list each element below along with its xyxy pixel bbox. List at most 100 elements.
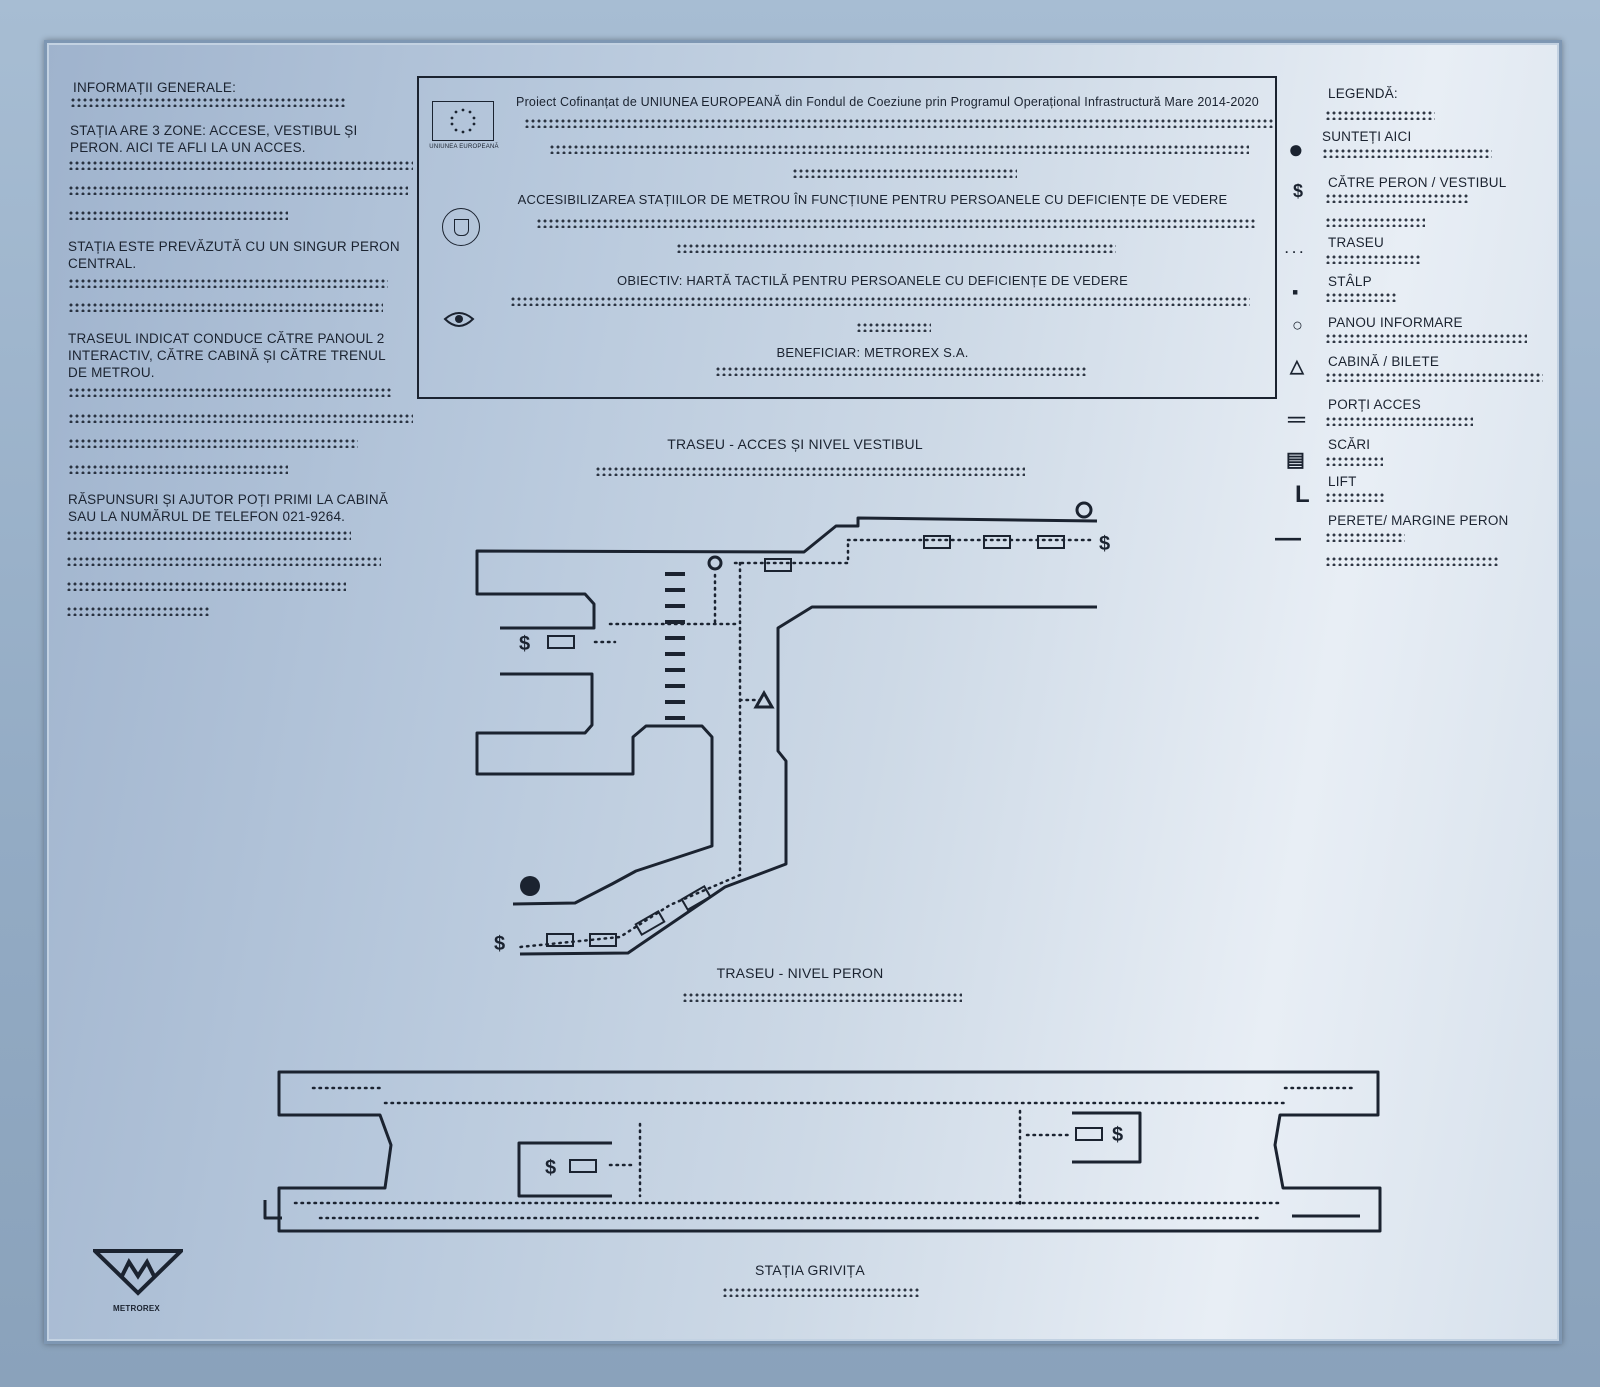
braille-text <box>676 243 1116 253</box>
government-seal-icon <box>442 208 480 246</box>
svg-text:$: $ <box>494 933 505 955</box>
pillar-icon: ▪ <box>1292 282 1299 302</box>
braille-text <box>1325 217 1425 227</box>
braille-text <box>1325 416 1473 426</box>
eu-flag <box>432 101 494 141</box>
legend-label: LIFT <box>1328 474 1357 489</box>
project-info-box <box>417 76 1277 399</box>
braille-text <box>68 278 388 288</box>
info-panel-marker <box>1075 501 1093 519</box>
braille-text <box>66 581 346 591</box>
general-info-platform: STAȚIA ESTE PREVĂZUTĂ CU UN SINGUR PERON… <box>68 239 400 271</box>
braille-text <box>68 185 408 195</box>
info-panel-icon: ○ <box>1292 315 1303 335</box>
braille-text <box>1325 292 1397 302</box>
station-name: STAȚIA GRIVIȚA <box>755 1262 865 1278</box>
metrorex-label: METROREX <box>113 1304 160 1313</box>
braille-text <box>1325 333 1527 343</box>
you-are-here-icon: ● <box>1288 134 1304 164</box>
braille-text <box>66 530 351 540</box>
braille-text <box>68 464 288 474</box>
general-info-help: RĂSPUNSURI ȘI AJUTOR POȚI PRIMI LA CABIN… <box>68 492 389 524</box>
svg-text:$: $ <box>545 1157 556 1179</box>
project-title: Proiect Cofinanțat de UNIUNEA EUROPEANĂ … <box>516 95 1259 109</box>
lift-icon: L <box>1295 481 1310 508</box>
legend-label: TRASEU <box>1328 235 1384 250</box>
eu-label: UNIUNEA EUROPEANĂ <box>429 144 499 150</box>
svg-text:$: $ <box>1112 1124 1123 1146</box>
access-gates-icon: ═ <box>1288 406 1306 433</box>
general-info-zones: STAȚIA ARE 3 ZONE: ACCESE, VESTIBUL ȘI P… <box>70 123 358 155</box>
route-dots-icon: · · · <box>1285 245 1304 259</box>
braille-text <box>1325 456 1383 466</box>
tactile-map-plate <box>44 40 1562 1344</box>
braille-text <box>68 210 288 220</box>
braille-text <box>549 144 1249 154</box>
braille-text <box>1325 254 1420 264</box>
braille-text <box>66 556 381 566</box>
legend-label: PERETE/ MARGINE PERON <box>1328 513 1509 528</box>
eu-stars-icon <box>450 108 476 134</box>
braille-text <box>68 302 383 312</box>
stairs-symbols <box>546 535 1103 1173</box>
braille-text <box>1325 492 1385 502</box>
legend-label: SUNTEȚI AICI <box>1322 129 1412 144</box>
ticket-cabin-icon: △ <box>1290 356 1304 376</box>
stairs-direction-icon: $ <box>1293 181 1304 201</box>
braille-text <box>524 118 1274 128</box>
vestibule-wall <box>475 516 1098 630</box>
legend-label: CABINĂ / BILETE <box>1328 354 1440 369</box>
project-beneficiary: BENEFICIAR: METROREX S.A. <box>776 345 969 360</box>
legend-label: PANOU INFORMARE <box>1328 315 1463 330</box>
project-heading: ACCESIBILIZAREA STAȚIILOR DE METROU ÎN F… <box>517 192 1228 207</box>
platform-stair-opening <box>517 1141 612 1198</box>
braille-text <box>1325 110 1435 120</box>
braille-text <box>715 366 1087 376</box>
legend-label: SCĂRI <box>1328 437 1371 452</box>
general-info-route: TRASEUL INDICAT CONDUCE CĂTRE PANOUL 2 I… <box>68 331 386 380</box>
braille-text <box>856 322 931 332</box>
platform-map-title: TRASEU - NIVEL PERON <box>716 965 884 981</box>
braille-text <box>792 168 1017 178</box>
wall-edge-icon: — <box>1275 522 1301 552</box>
braille-text <box>682 992 962 1002</box>
braille-text <box>510 296 1250 306</box>
braille-text <box>1325 372 1543 382</box>
svg-text:$: $ <box>1099 533 1110 555</box>
braille-text <box>70 97 345 107</box>
vestibule-wall <box>519 605 1097 956</box>
braille-text <box>1322 148 1492 158</box>
vestibule-wall <box>475 672 714 906</box>
braille-text <box>66 606 211 616</box>
project-objective: OBIECTIV: HARTĂ TACTILĂ PENTRU PERSOANEL… <box>617 273 1128 288</box>
stairs-icon: ▤ <box>1286 449 1305 471</box>
svg-text:$: $ <box>519 633 530 655</box>
braille-text <box>68 160 413 170</box>
route-dots <box>293 538 1357 1220</box>
general-info-title: INFORMAȚII GENERALE: <box>73 80 237 95</box>
braille-text <box>722 1287 920 1297</box>
platform-stair-opening <box>1072 1111 1142 1164</box>
legend-label: STÂLP <box>1328 274 1372 289</box>
vestibule-map-title: TRASEU - ACCES ȘI NIVEL VESTIBUL <box>667 436 923 452</box>
platform-wall <box>277 1070 1382 1233</box>
info-panel-marker <box>707 555 723 571</box>
metrorex-logo <box>93 1248 183 1303</box>
stairs-direction-markers: $ $ $ $ $ <box>494 533 1123 1179</box>
braille-text <box>1325 193 1470 203</box>
legend-label: CĂTRE PERON / VESTIBUL <box>1328 175 1507 190</box>
braille-text <box>68 413 413 423</box>
braille-text <box>595 466 1025 476</box>
braille-text <box>536 218 1256 228</box>
legend-label: PORȚI ACCES <box>1328 397 1421 412</box>
structural-instruments-logo <box>441 305 477 335</box>
you-are-here-marker <box>520 876 540 896</box>
lift-shape <box>263 1200 282 1220</box>
braille-text <box>68 387 393 397</box>
braille-text <box>68 438 358 448</box>
braille-text <box>1325 532 1405 542</box>
legend-title: LEGENDĂ: <box>1328 86 1398 101</box>
braille-text <box>1325 556 1500 566</box>
access-gates <box>665 572 685 720</box>
